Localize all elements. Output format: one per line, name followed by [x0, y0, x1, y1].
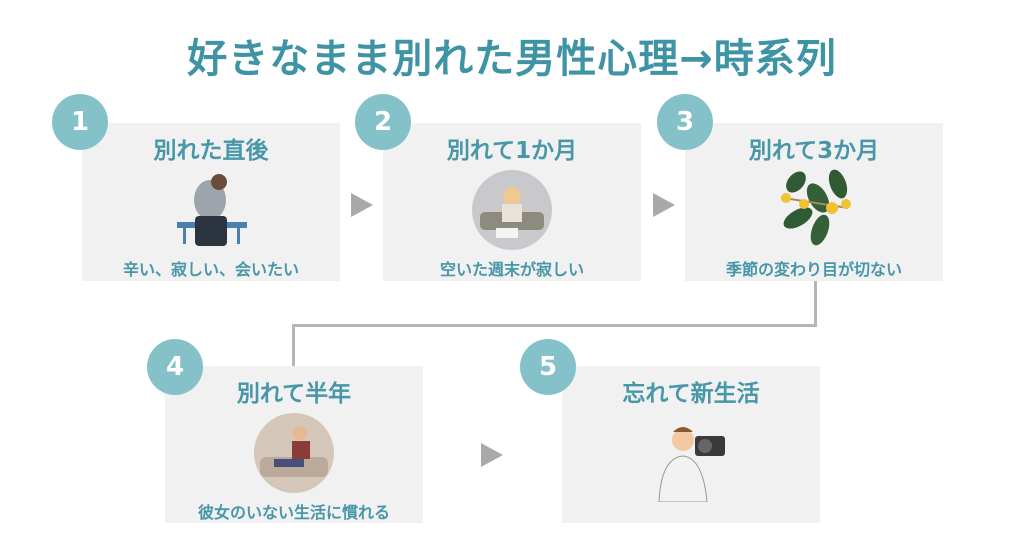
step-heading: 別れて半年 [236, 381, 352, 407]
step-heading: 別れて1か月 [446, 138, 578, 164]
connector-line [292, 324, 817, 327]
step-caption: 辛い、寂しい、会いたい [122, 260, 299, 279]
step-card-2: 別れて1か月 空いた週末が寂しい [383, 123, 641, 281]
step-heading: 別れた直後 [153, 138, 269, 164]
step-number-badge: 3 [657, 94, 713, 150]
step-number-badge: 4 [147, 339, 203, 395]
step-card-1: 別れた直後 辛い、寂しい、会いたい [82, 123, 340, 281]
step-card-3: 別れて3か月 季節の変わり目が切ない [685, 123, 943, 281]
step-caption: 彼女のいない生活に慣れる [197, 503, 390, 522]
man-on-sofa-distressed-icon [472, 170, 552, 250]
osmanthus-flower-icon [781, 169, 851, 246]
page-title: 好きなまま別れた男性心理→時系列 [187, 36, 837, 82]
arrow-right-icon [481, 443, 503, 467]
step-card-4: 別れて半年 彼女のいない生活に慣れる [165, 366, 423, 523]
step-heading: 忘れて新生活 [622, 381, 760, 407]
connector-line [814, 281, 817, 327]
step-heading: 別れて3か月 [748, 138, 880, 164]
man-sitting-on-bench-icon [177, 174, 247, 246]
step-number-badge: 5 [520, 339, 576, 395]
step-number-badge: 2 [355, 94, 411, 150]
connector-line [292, 324, 295, 366]
man-with-camera-icon [658, 427, 725, 502]
arrow-right-icon [351, 193, 373, 217]
arrow-right-icon [653, 193, 675, 217]
man-relaxing-on-sofa-icon [254, 413, 334, 493]
step-caption: 季節の変わり目が切ない [725, 260, 902, 279]
step-caption: 空いた週末が寂しい [439, 260, 584, 279]
step-card-5: 忘れて新生活 [562, 366, 820, 523]
step-number-badge: 1 [52, 94, 108, 150]
